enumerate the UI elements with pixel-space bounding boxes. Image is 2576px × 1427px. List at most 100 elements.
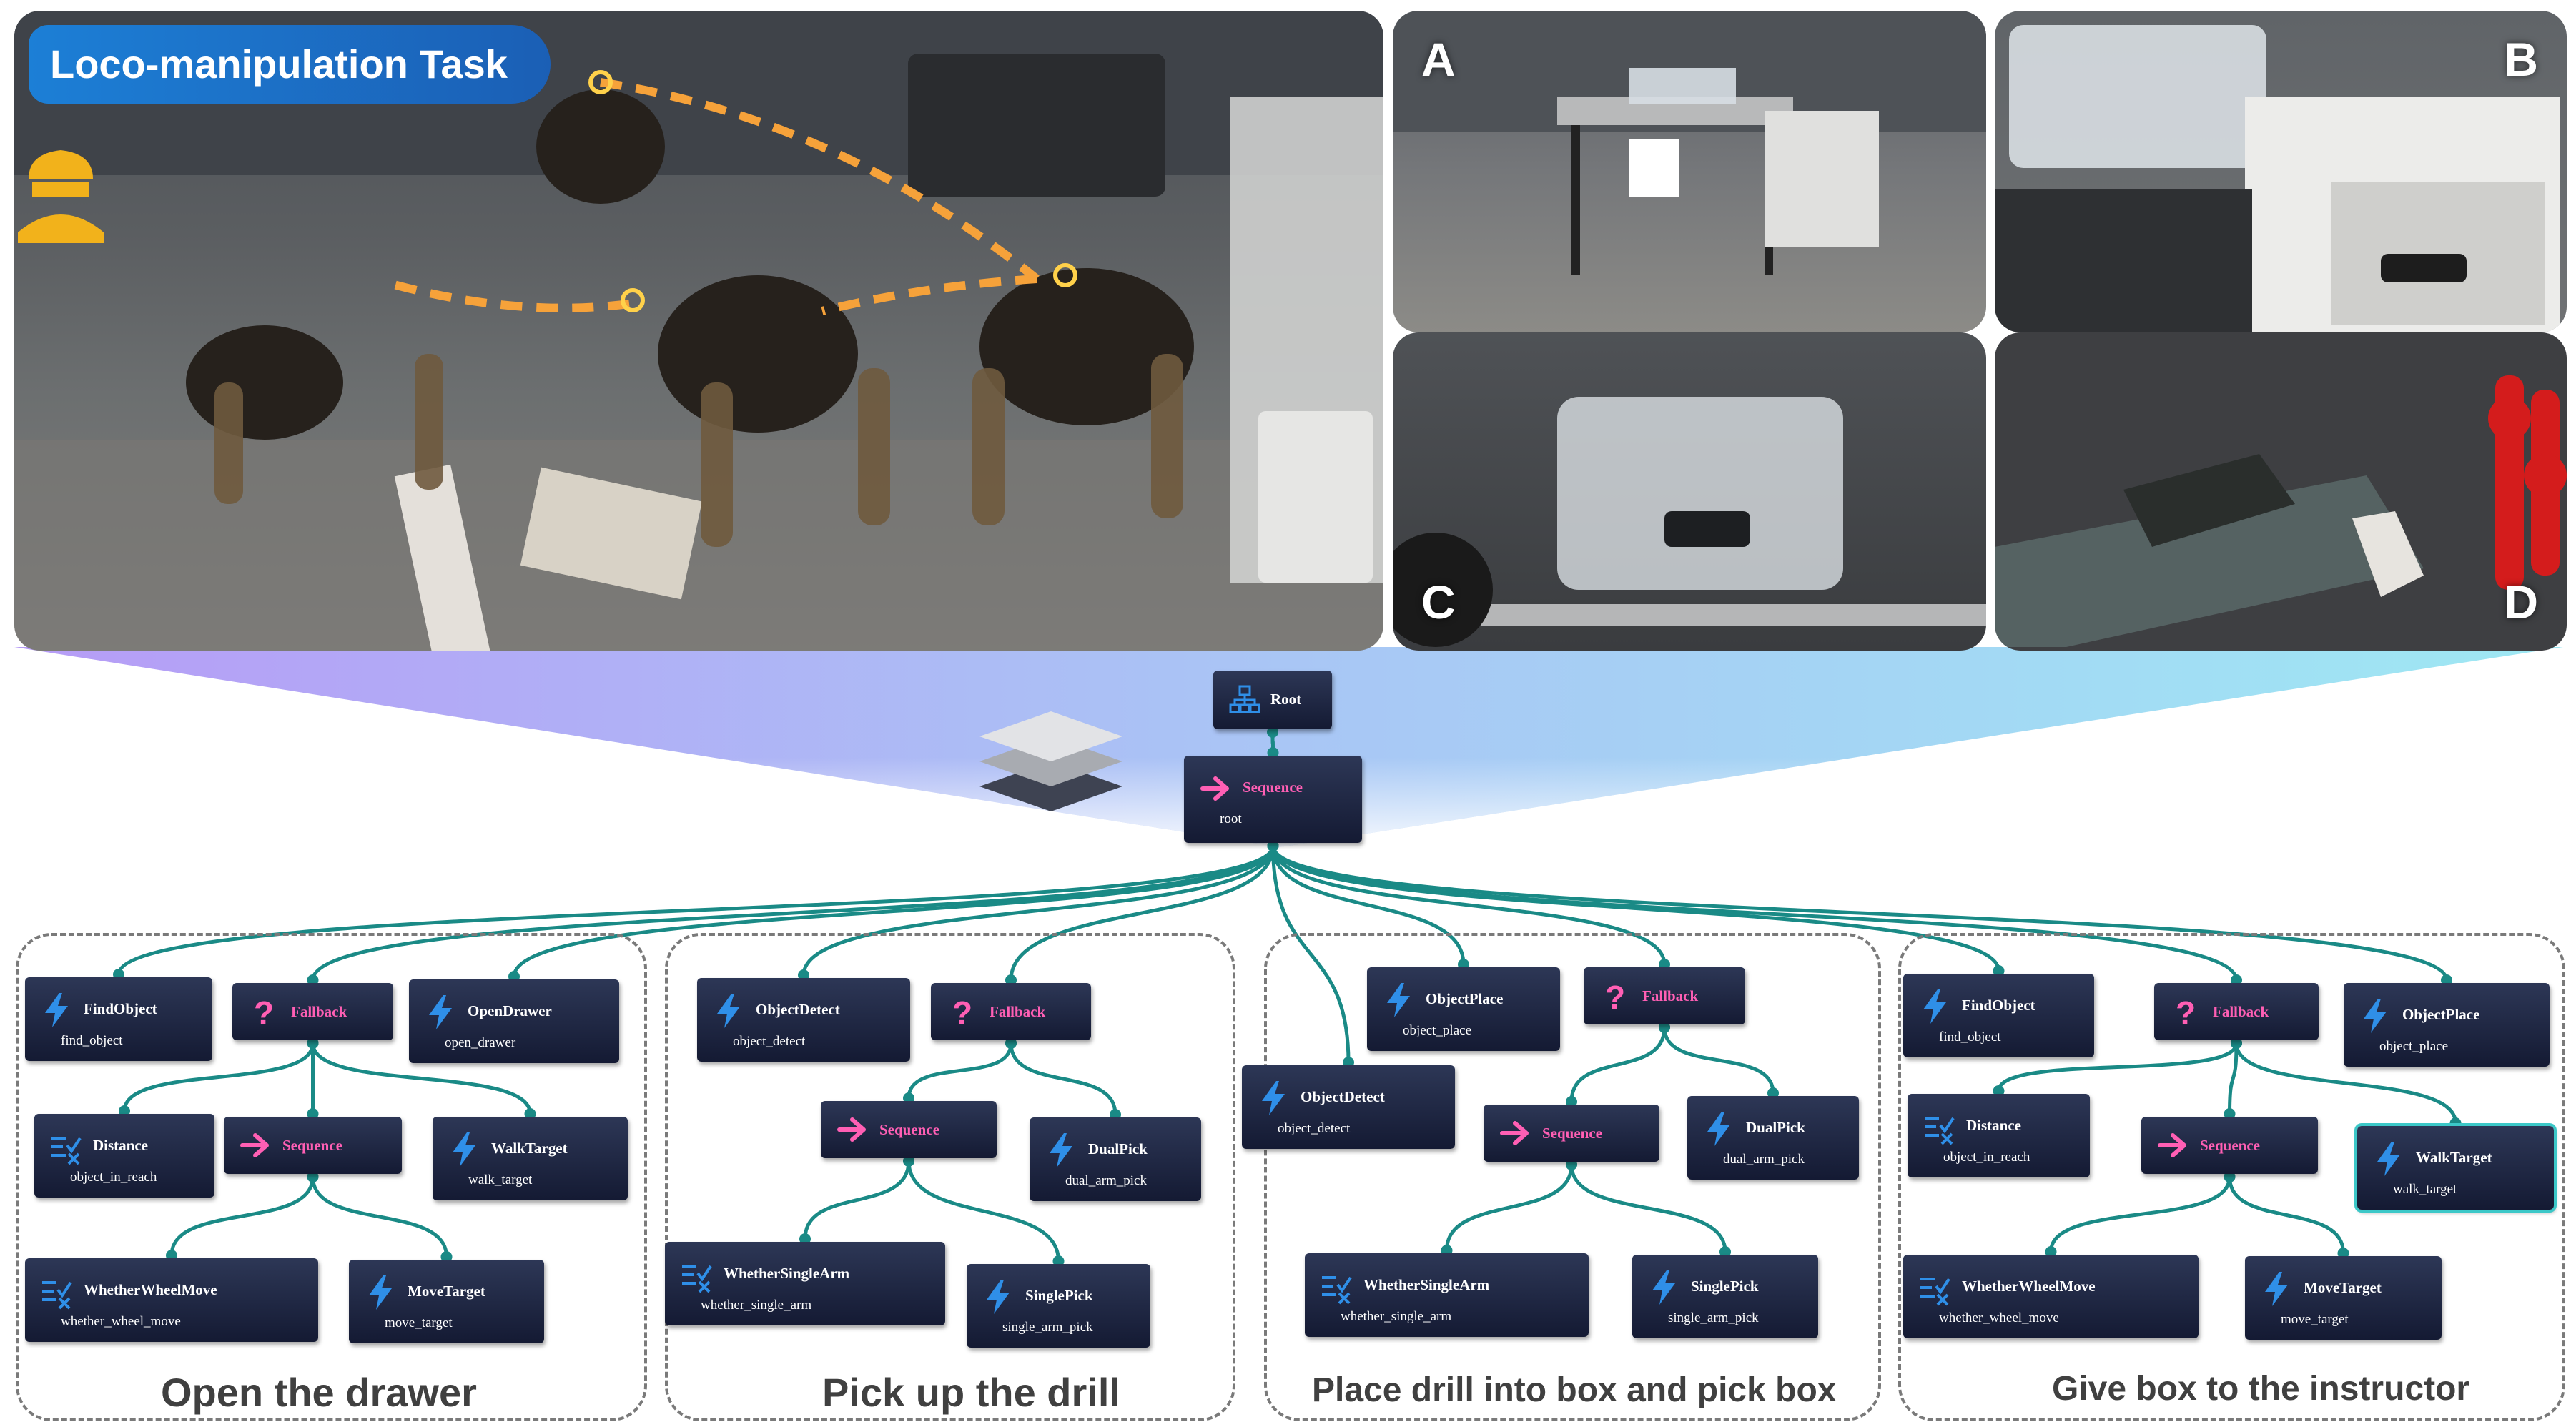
node-type-label: WalkTarget (2416, 1149, 2492, 1166)
node-type-label: Distance (93, 1137, 148, 1154)
edge-g1n2-g1n4 (803, 1160, 911, 1240)
bt-node-root: Root (1213, 671, 1332, 729)
node-instance-label: find_object (61, 1033, 123, 1048)
panel-a-illustration (1393, 11, 1986, 275)
node-type-label: Sequence (2200, 1137, 2260, 1154)
edge-port (2224, 1171, 2236, 1182)
edge-mainseq-g2n2 (1271, 845, 1351, 1063)
edge-port (1267, 840, 1279, 851)
node-instance-label: object_in_reach (1943, 1150, 2030, 1165)
edge-mainseq-g0n0 (117, 845, 1275, 975)
node-type-label: WhetherSingleArm (724, 1265, 850, 1282)
group-pick-drill (665, 933, 1235, 1421)
edge-port (307, 1037, 319, 1049)
edge-g2n1-g2n3 (1569, 1027, 1667, 1102)
edge-g1n2-g1n5 (907, 1160, 1060, 1262)
main-scene-photo: Loco-manipulation Task (14, 11, 1383, 651)
node-type-label: DualPick (1746, 1119, 1805, 1136)
edge-g3n4-g3n6 (2049, 1176, 2231, 1253)
node-type-label: Sequence (879, 1121, 939, 1138)
bt-node-g2n1: ?Fallback (1584, 967, 1745, 1024)
panel-d-photo: D (1995, 332, 2567, 651)
bt-node-g3n5: WalkTarget walk_target (2357, 1126, 2554, 1210)
edge-mainseq-g3n2 (1271, 845, 2449, 981)
edge-g0n1-g0n5 (311, 1042, 532, 1115)
edge-mainseq-g1n1 (1009, 845, 1275, 981)
node-instance-label: move_target (385, 1315, 453, 1330)
task-title: Loco-manipulation Task (29, 25, 551, 104)
panel-c-label: C (1421, 576, 1456, 628)
bt-node-g1n2: Sequence (821, 1101, 997, 1158)
node-type-label: SinglePick (1025, 1287, 1093, 1304)
svg-text:?: ? (254, 994, 274, 1030)
edge-g1n1-g1n3 (1009, 1042, 1117, 1115)
bt-node-g3n6: WhetherWheelMove whether_wheel_move (1903, 1255, 2199, 1338)
node-type-label: FindObject (84, 1000, 157, 1017)
node-instance-label: object_place (2379, 1039, 2449, 1054)
node-type-label: FindObject (1962, 997, 2035, 1014)
edge-port (307, 1171, 319, 1182)
node-instance-label: single_arm_pick (1002, 1320, 1093, 1335)
edge-mainseq-g0n1 (311, 845, 1275, 981)
edge-port (1566, 1159, 1577, 1170)
edge-port (1005, 1037, 1017, 1049)
node-type-label: DualPick (1088, 1140, 1148, 1157)
svg-text:?: ? (2176, 994, 2196, 1030)
node-instance-label: root (1220, 811, 1242, 826)
edge-port (1659, 1022, 1670, 1033)
node-type-label: Fallback (291, 1003, 347, 1020)
bt-node-g1n3: DualPick dual_arm_pick (1030, 1117, 1201, 1201)
node-instance-label: walk_target (468, 1172, 533, 1187)
panel-b-illustration (1995, 25, 2560, 332)
group-label-open-drawer: Open the drawer (161, 1370, 477, 1415)
edge-mainseq-g2n1 (1271, 845, 1667, 965)
group-give-box (1898, 933, 2565, 1421)
node-instance-label: find_object (1939, 1029, 2001, 1045)
panel-a-photo: A (1393, 11, 1986, 332)
node-instance-label: whether_wheel_move (61, 1314, 181, 1329)
node-type-label: Fallback (2213, 1003, 2269, 1020)
edge-mainseq-g2n0 (1271, 845, 1466, 965)
node-instance-label: whether_wheel_move (1939, 1310, 2059, 1325)
node-instance-label: object_in_reach (70, 1170, 157, 1185)
panel-c-photo: C (1393, 332, 1986, 651)
edge-g2n3-g2n6 (1569, 1164, 1727, 1253)
edge-g3n1-g3n4 (2228, 1042, 2239, 1115)
panel-b-photo: B (1995, 11, 2567, 332)
edge-g0n4-g0n6 (169, 1176, 315, 1256)
node-type-label: SinglePick (1691, 1278, 1759, 1295)
bt-node-g0n0: FindObject find_object (25, 977, 212, 1061)
node-type-label: WhetherWheelMove (1962, 1278, 2096, 1295)
panel-c-illustration (1393, 397, 1986, 647)
edge-g3n1-g3n5 (2234, 1042, 2457, 1124)
edge-g3n1-g3n3 (1997, 1042, 2239, 1092)
bt-node-g2n4: DualPick dual_arm_pick (1687, 1096, 1859, 1180)
group-label-place-drill: Place drill into box and pick box (1312, 1371, 1837, 1409)
node-instance-label: object_place (1403, 1023, 1472, 1038)
panel-b-label: B (2504, 33, 2538, 86)
svg-text:?: ? (952, 994, 972, 1030)
node-type-label: WhetherSingleArm (1363, 1276, 1490, 1293)
node-type-label: Distance (1966, 1117, 2021, 1134)
bt-node-g0n1: ? Fallback (232, 983, 393, 1040)
node-instance-label: walk_target (2393, 1182, 2457, 1197)
node-type-label: MoveTarget (408, 1283, 485, 1300)
bt-node-g3n3: Distance object_in_reach (1908, 1094, 2090, 1177)
edge-port (903, 1155, 914, 1167)
group-label-give-box: Give box to the instructor (2052, 1370, 2470, 1408)
node-instance-label: dual_arm_pick (1065, 1173, 1147, 1188)
node-type-label: ObjectDetect (1301, 1088, 1385, 1105)
bt-node-g0n7: MoveTarget move_target (349, 1260, 544, 1343)
node-type-label: Sequence (1542, 1125, 1602, 1142)
edge-mainseq-g0n2 (512, 845, 1275, 977)
node-type-label: Sequence (282, 1137, 342, 1154)
node-instance-label: dual_arm_pick (1723, 1152, 1805, 1167)
node-instance-label: move_target (2281, 1312, 2349, 1327)
